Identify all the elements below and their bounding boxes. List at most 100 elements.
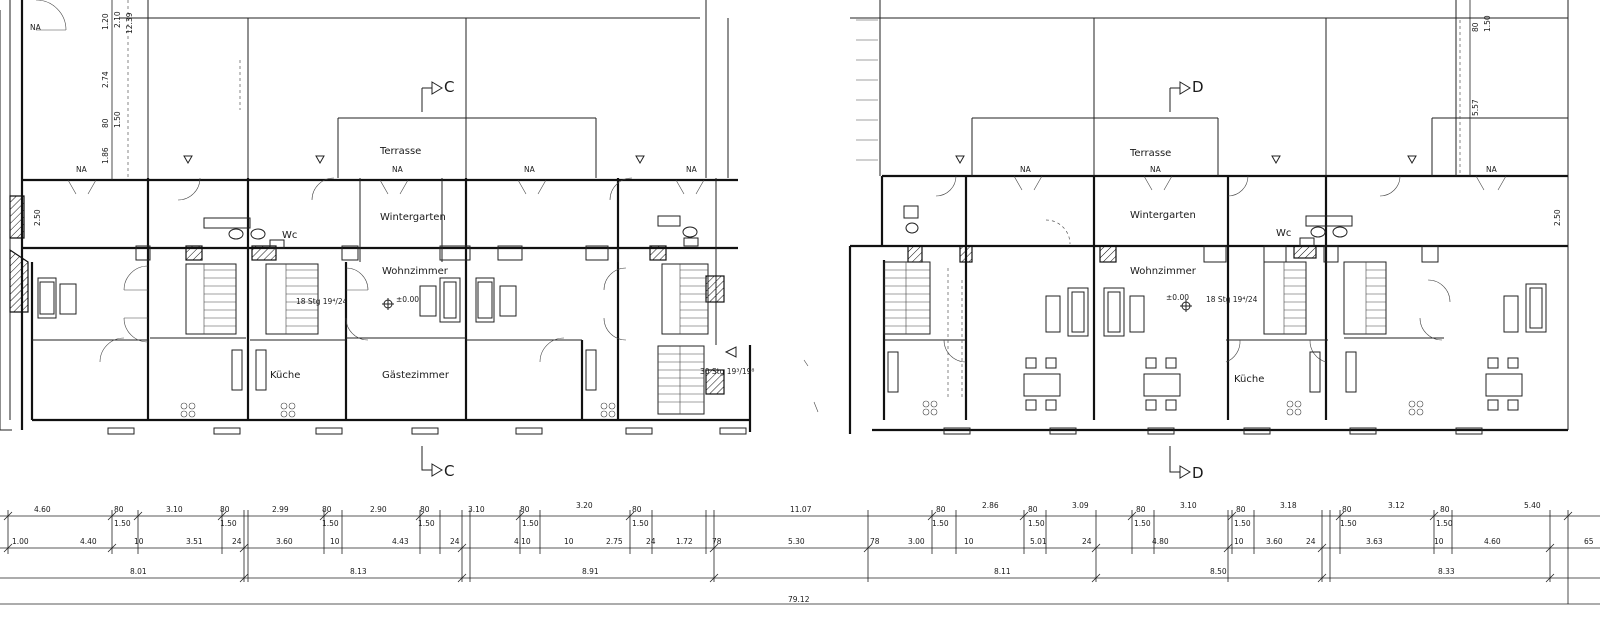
dim-r2-7: 4.43 bbox=[392, 537, 409, 546]
room-label-terrasse-left: Terrasse bbox=[379, 146, 421, 157]
dim-r1-15: 80 bbox=[1028, 505, 1038, 514]
dim-r2-15: 5.30 bbox=[788, 537, 805, 546]
dim-r2-22: 10 bbox=[1234, 537, 1244, 546]
dim-r2-19: 5.01 bbox=[1030, 537, 1047, 546]
dim-r1s-8: 1.50 bbox=[1134, 519, 1151, 528]
dim-r2-20: 24 bbox=[1082, 537, 1092, 546]
room-label-wc-right: Wc bbox=[1276, 228, 1291, 239]
room-label-wintergarten-left: Wintergarten bbox=[380, 212, 446, 223]
dim-r1-1: 80 bbox=[114, 505, 124, 514]
dim-r2-0: 1.00 bbox=[12, 537, 29, 546]
dim-r1s-4: 1.50 bbox=[522, 519, 539, 528]
dim-r1s-7: 1.50 bbox=[1028, 519, 1045, 528]
stair-label-long: 30 Stg 19³/19⁸ bbox=[700, 367, 754, 376]
dim-r1-9: 80 bbox=[520, 505, 530, 514]
room-label-kueche-right: Küche bbox=[1234, 374, 1264, 385]
dim-r2-18: 10 bbox=[964, 537, 974, 546]
dim-row-3: 8.01 8.13 8.91 8.11 8.50 8.33 bbox=[130, 567, 1455, 576]
dim-r1-24: 5.40 bbox=[1524, 501, 1541, 510]
label-na-6: NA bbox=[1150, 165, 1162, 174]
dim-r2-11: 2.75 bbox=[606, 537, 623, 546]
label-na-3: NA bbox=[524, 165, 536, 174]
label-na-door: NA bbox=[30, 23, 42, 32]
dim-r2-4: 24 bbox=[232, 537, 242, 546]
label-na-1: NA bbox=[76, 165, 88, 174]
dim-r3-3: 8.11 bbox=[994, 567, 1011, 576]
dim-r3-0: 8.01 bbox=[130, 567, 147, 576]
stair-b bbox=[265, 263, 319, 335]
dim-r2-17: 3.00 bbox=[908, 537, 925, 546]
vdim-r-1: 1.50 bbox=[1483, 15, 1492, 32]
section-c-bottom: C bbox=[444, 462, 454, 480]
dim-r2-10: 10 bbox=[564, 537, 574, 546]
dim-r2-23: 3.60 bbox=[1266, 537, 1283, 546]
dim-r3-2: 8.91 bbox=[582, 567, 599, 576]
room-label-wohnzimmer-right: Wohnzimmer bbox=[1130, 266, 1197, 277]
dim-r2-9: 4.10 bbox=[514, 537, 531, 546]
dim-r2-26: 10 bbox=[1434, 537, 1444, 546]
dim-r1-14: 2.86 bbox=[982, 501, 999, 510]
room-label-wc-left: Wc bbox=[282, 230, 297, 241]
dim-r1s-5: 1.50 bbox=[632, 519, 649, 528]
dim-r1-8: 3.10 bbox=[468, 505, 485, 514]
dim-r1s-1: 1.50 bbox=[220, 519, 237, 528]
label-na-4: NA bbox=[686, 165, 698, 174]
vdim-l-0: 1.20 bbox=[101, 13, 110, 30]
dim-r1s-11: 1.50 bbox=[1436, 519, 1453, 528]
dim-r3-1: 8.13 bbox=[350, 567, 367, 576]
level-label-right: ±0.00 bbox=[1166, 293, 1189, 302]
stair-d bbox=[657, 345, 705, 415]
dim-r2-21: 4.80 bbox=[1152, 537, 1169, 546]
vdim-l-5: 1.50 bbox=[113, 111, 122, 128]
dim-total: 79.12 bbox=[788, 595, 810, 604]
dim-r1s-6: 1.50 bbox=[932, 519, 949, 528]
dim-r1s-9: 1.50 bbox=[1234, 519, 1251, 528]
dim-r3-4: 8.50 bbox=[1210, 567, 1227, 576]
vdim-l-3: 2.74 bbox=[101, 71, 110, 88]
section-c-top: C bbox=[444, 78, 454, 96]
stair-f bbox=[1263, 261, 1307, 335]
dim-r1-22: 3.12 bbox=[1388, 501, 1405, 510]
dim-r1-0: 4.60 bbox=[34, 505, 51, 514]
dim-r1-6: 2.90 bbox=[370, 505, 387, 514]
dim-row-1: 4.60 80 3.10 80 2.99 80 2.90 80 3.10 80 … bbox=[34, 501, 1541, 514]
stair-label-right: 18 Stg 19⁴/24 bbox=[1206, 295, 1258, 304]
dim-r1-16: 3.09 bbox=[1072, 501, 1089, 510]
dim-r1s-0: 1.50 bbox=[114, 519, 131, 528]
dim-r1s-2: 1.50 bbox=[322, 519, 339, 528]
dimension-chains bbox=[0, 510, 1600, 605]
stair-g bbox=[1343, 261, 1387, 335]
right-building-block bbox=[848, 0, 1569, 479]
dim-r2-2: 10 bbox=[134, 537, 144, 546]
level-label-left: ±0.00 bbox=[396, 295, 419, 304]
section-d-top: D bbox=[1192, 78, 1204, 96]
dim-r2-13: 1.72 bbox=[676, 537, 693, 546]
dim-r1-23: 80 bbox=[1440, 505, 1450, 514]
dim-r2-3: 3.51 bbox=[186, 537, 203, 546]
dim-r1-12: 11.07 bbox=[790, 505, 812, 514]
dim-r1-7: 80 bbox=[420, 505, 430, 514]
dim-r2-16: 78 bbox=[870, 537, 880, 546]
room-label-wohnzimmer-left: Wohnzimmer bbox=[382, 266, 449, 277]
vertical-dims-left: 1.20 2.10 12.39 2.74 80 1.50 1.86 2.50 bbox=[33, 0, 134, 226]
dim-row-1-sub: 1.50 1.50 1.50 1.50 1.50 1.50 1.50 1.50 … bbox=[114, 519, 1453, 528]
dim-r1s-10: 1.50 bbox=[1340, 519, 1357, 528]
vdim-l-4: 80 bbox=[101, 118, 110, 128]
vertical-dims-right: 80 1.50 5.57 2.50 bbox=[1469, 0, 1562, 226]
stair-a bbox=[185, 263, 237, 335]
dim-r2-5: 3.60 bbox=[276, 537, 293, 546]
dim-r2-14: 78 bbox=[712, 537, 722, 546]
dim-r2-24: 24 bbox=[1306, 537, 1316, 546]
room-label-wintergarten-right: Wintergarten bbox=[1130, 210, 1196, 221]
dim-r1-11: 80 bbox=[632, 505, 642, 514]
dim-r1-19: 80 bbox=[1236, 505, 1246, 514]
stair-label-left: 18 Stg 19⁴/24 bbox=[296, 297, 348, 306]
dim-r3-5: 8.33 bbox=[1438, 567, 1455, 576]
room-label-gaestezimmer: Gästezimmer bbox=[382, 370, 450, 381]
vdim-l-7: 2.50 bbox=[33, 209, 42, 226]
vdim-r-3: 2.50 bbox=[1553, 209, 1562, 226]
dim-r1s-3: 1.50 bbox=[418, 519, 435, 528]
left-building-block bbox=[0, 0, 752, 477]
dim-r2-6: 10 bbox=[330, 537, 340, 546]
